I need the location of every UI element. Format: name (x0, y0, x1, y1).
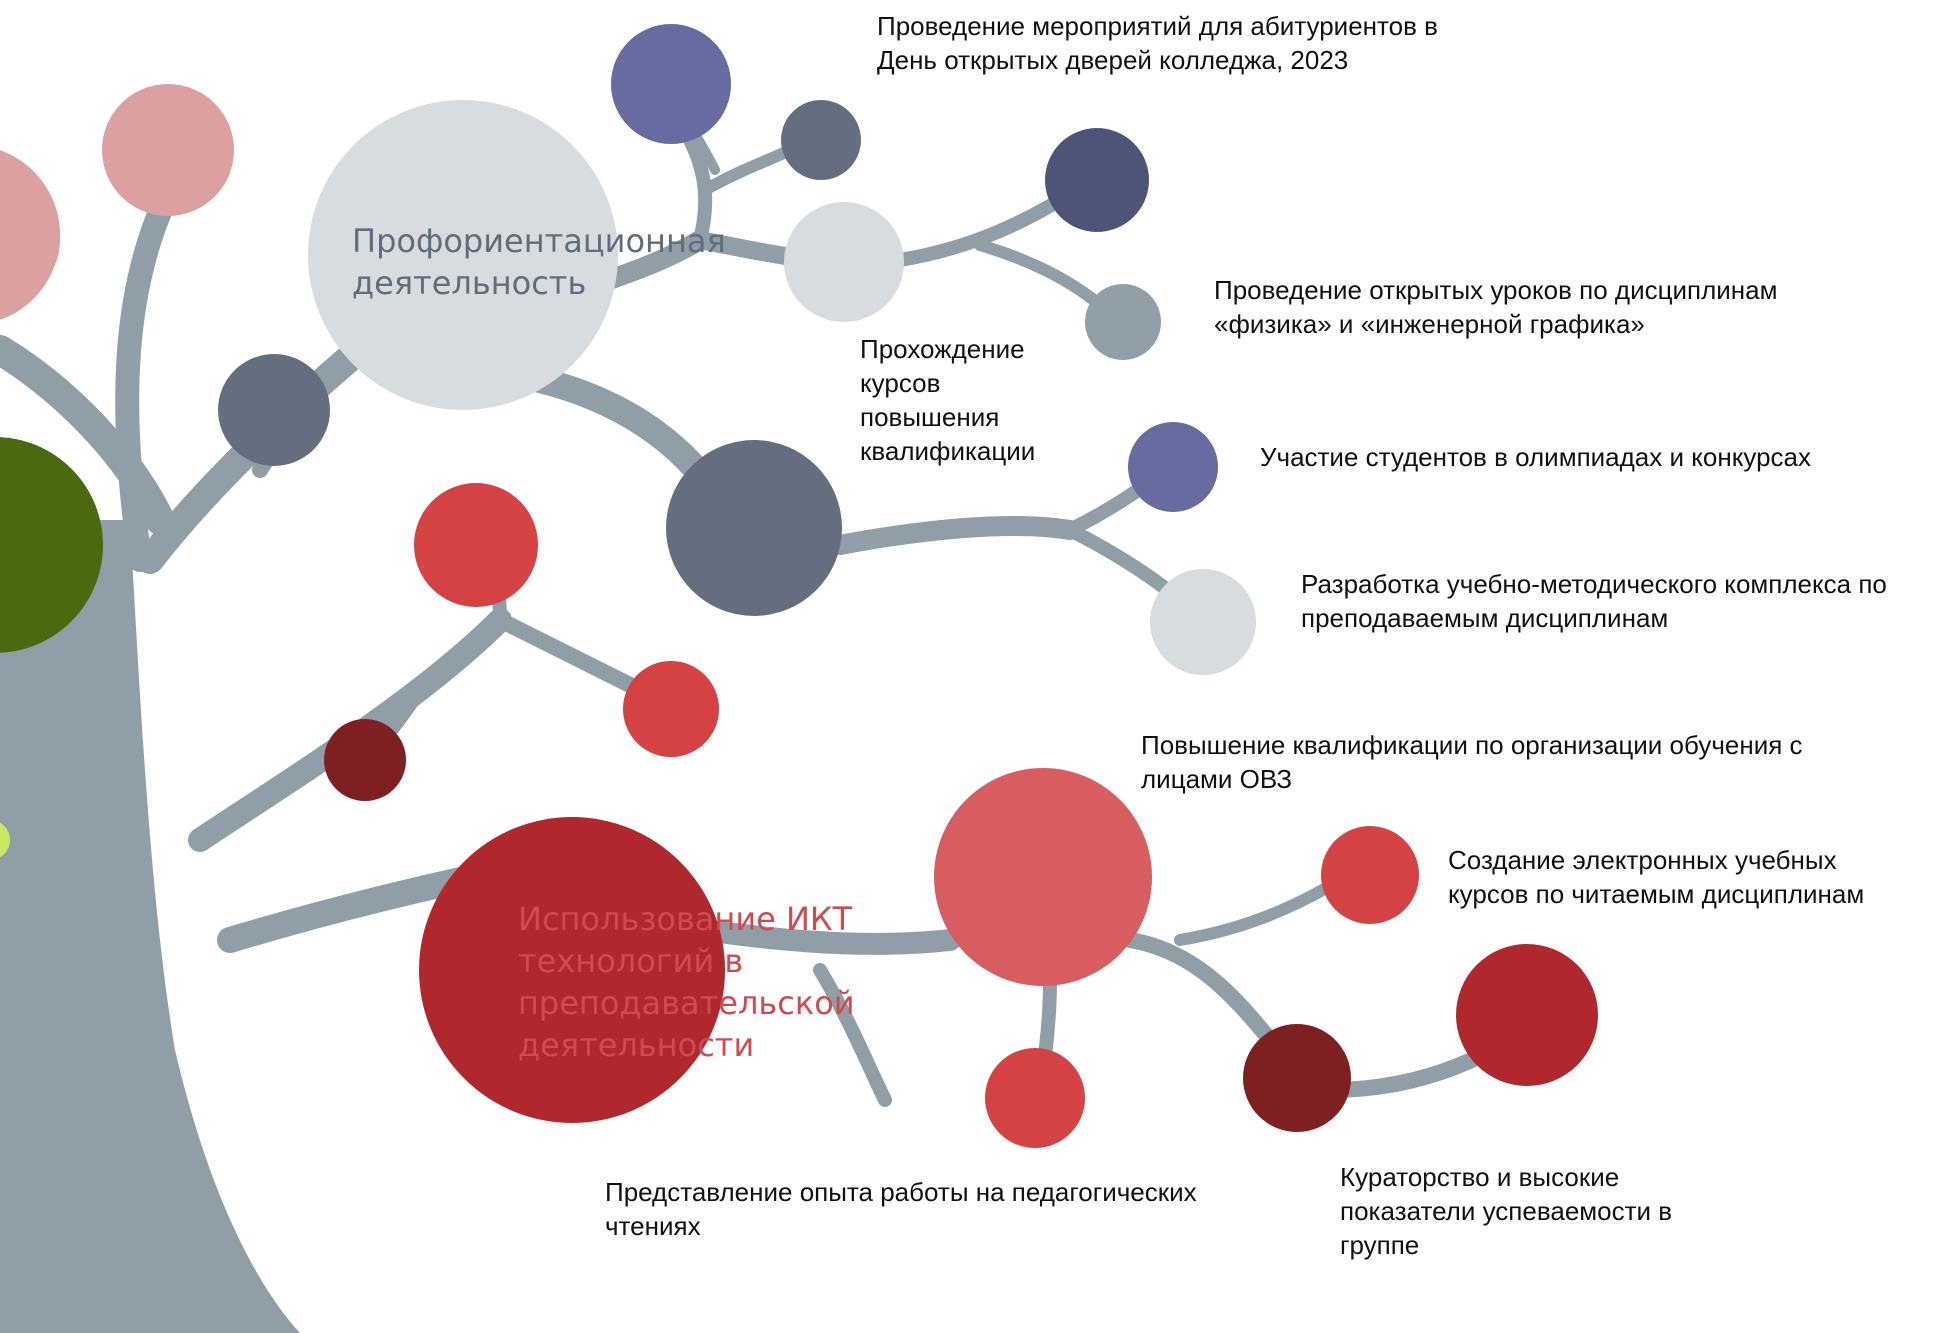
label-training-courses: Прохождение курсов повышения квалификаци… (860, 334, 1036, 466)
circle-slate-big (666, 440, 842, 616)
circle-gray-light (1150, 569, 1256, 675)
circle-red-mid (414, 483, 538, 607)
circle-maroon-bottom (1243, 1024, 1351, 1132)
ict-usage-label: Использование ИКТ технологий в преподава… (518, 900, 855, 1064)
circle-salmon-big (934, 768, 1152, 986)
circle-maroon-small (324, 719, 406, 801)
circle-career-node (308, 100, 618, 410)
circle-purple-top (611, 24, 731, 144)
label-curatorship: Кураторство и высокие показатели успевае… (1340, 1162, 1673, 1260)
label-olympiads: Участие студентов в олимпиадах и конкурс… (1260, 442, 1812, 472)
circle-slate-top-small (781, 100, 861, 180)
label-open-lessons: Проведение открытых уроков по дисциплина… (1214, 275, 1778, 339)
circle-red-bottom (985, 1048, 1085, 1148)
circle-red-right (1321, 826, 1419, 924)
circle-pink-left (0, 150, 60, 320)
label-open-day: Проведение мероприятий для абитуриентов … (877, 11, 1438, 75)
branch-slate-right (830, 516, 1080, 555)
label-e-courses: Создание электронных учебных курсов по ч… (1448, 845, 1865, 909)
circle-training-node (784, 202, 904, 322)
circle-green (0, 437, 103, 653)
label-pedagogical-readings: Представление опыта работы на педагогиче… (605, 1177, 1197, 1241)
branch-training-right2 (974, 239, 1106, 311)
career-guidance-label: Профориентационная деятельность (352, 222, 726, 302)
circle-lime-edge (0, 822, 10, 858)
circle-purple-mid (1128, 422, 1218, 512)
circle-red-small (623, 661, 719, 757)
branch-salmon-up (1174, 874, 1346, 946)
circle-navy (1045, 128, 1149, 232)
circle-bluegray (1085, 284, 1161, 360)
label-methodical-complex: Разработка учебно-методического комплекс… (1301, 569, 1887, 633)
trunk (0, 520, 300, 1333)
label-ovz-training: Повышение квалификации по организации об… (1141, 730, 1803, 794)
branch-training-right (893, 193, 1067, 267)
circle-pink-top (102, 84, 234, 216)
branch-left-lower (0, 707, 133, 833)
circle-crimson-right (1456, 944, 1598, 1086)
tree-circles (0, 24, 1598, 1148)
branch-ict-down (813, 963, 892, 1107)
branch-upper-pink (115, 188, 177, 572)
circle-slate-small (218, 354, 330, 466)
branch-salmon-right (1122, 932, 1278, 1048)
circle-ict-node (419, 817, 725, 1123)
